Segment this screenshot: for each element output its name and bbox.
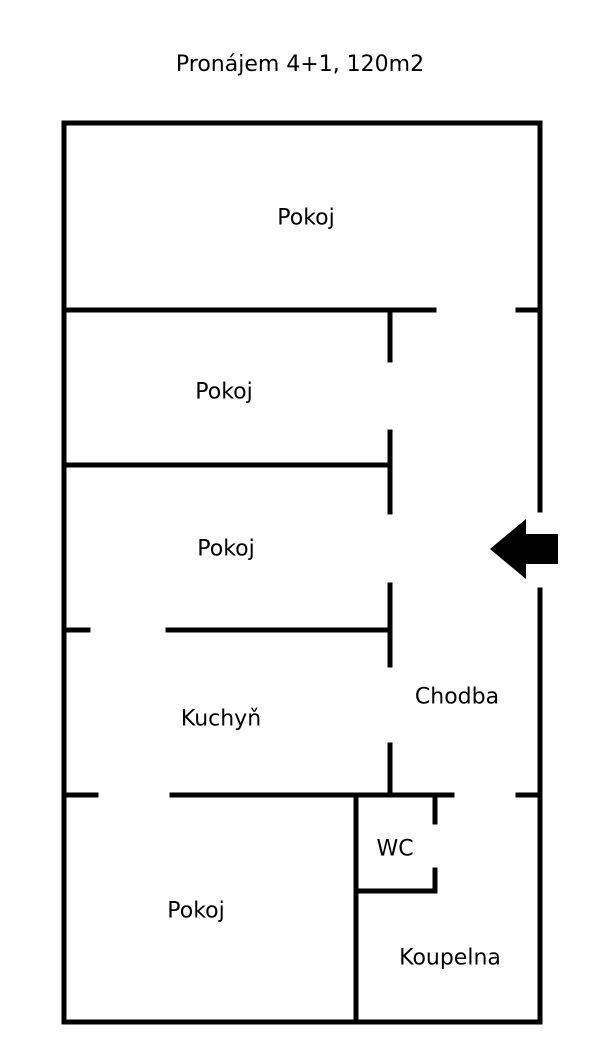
room-label-pokoj-2: Pokoj bbox=[195, 379, 253, 405]
room-label-pokoj-1: Pokoj bbox=[277, 205, 335, 231]
room-label-pokoj-3: Pokoj bbox=[197, 536, 255, 562]
left-arrow-icon bbox=[490, 519, 558, 579]
room-label-wc: WC bbox=[376, 836, 414, 862]
room-label-chodba: Chodba bbox=[414, 684, 500, 710]
room-label-kuchyn: Kuchyň bbox=[180, 706, 262, 732]
page-title: Pronájem 4+1, 120m2 bbox=[175, 52, 425, 77]
room-label-koupelna: Koupelna bbox=[399, 945, 501, 971]
room-label-pokoj-4: Pokoj bbox=[167, 898, 225, 924]
